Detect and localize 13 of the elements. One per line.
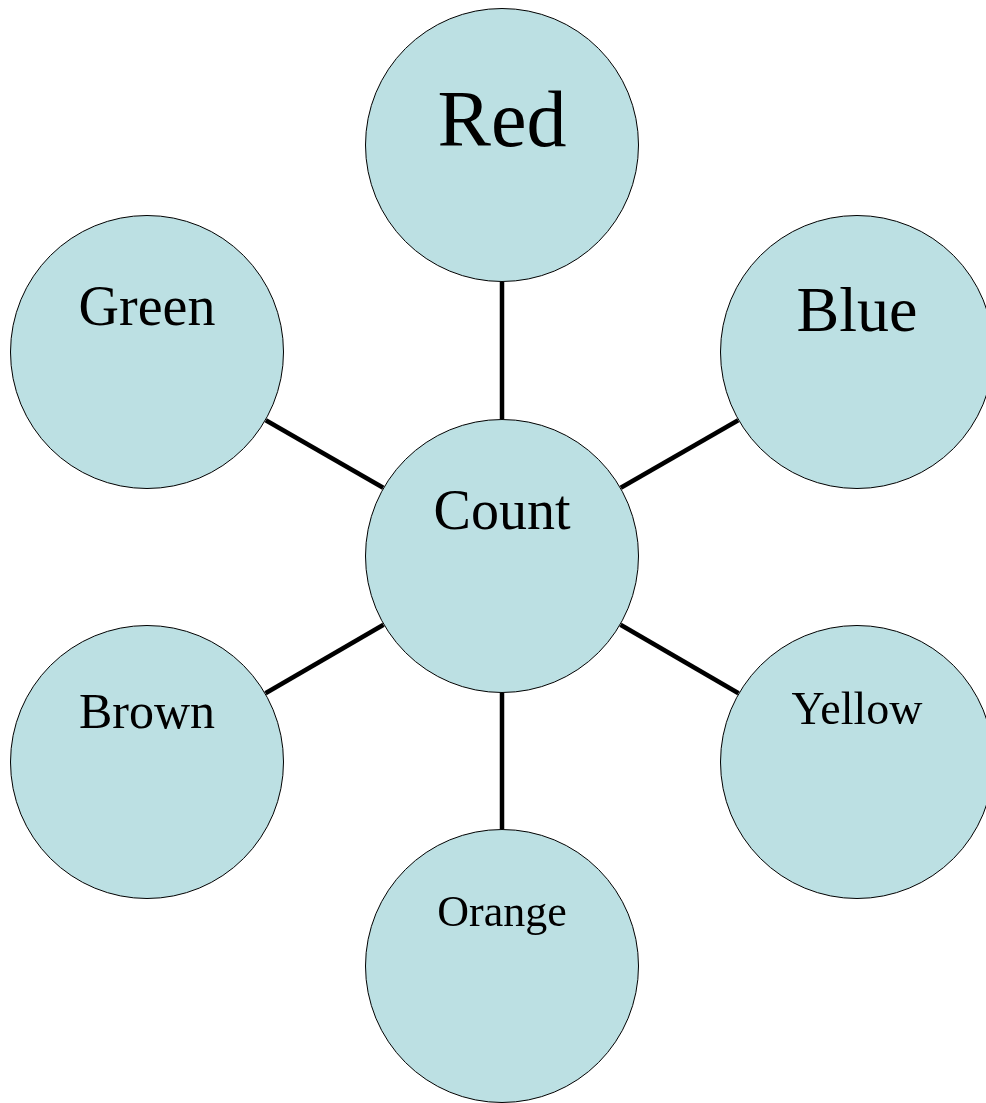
node-label: Green bbox=[78, 278, 216, 334]
node-label: Brown bbox=[78, 686, 216, 736]
node-label: Count bbox=[433, 482, 571, 538]
connector-line bbox=[499, 282, 505, 419]
connector-line bbox=[264, 622, 385, 696]
connector-line bbox=[619, 418, 740, 490]
connector-line bbox=[499, 693, 505, 829]
connector-line bbox=[619, 622, 740, 696]
node-label: Orange bbox=[437, 890, 567, 934]
connector-line bbox=[264, 418, 385, 490]
node-label: Yellow bbox=[791, 686, 923, 732]
node-label: Red bbox=[437, 79, 567, 159]
node-label: Blue bbox=[796, 278, 918, 342]
